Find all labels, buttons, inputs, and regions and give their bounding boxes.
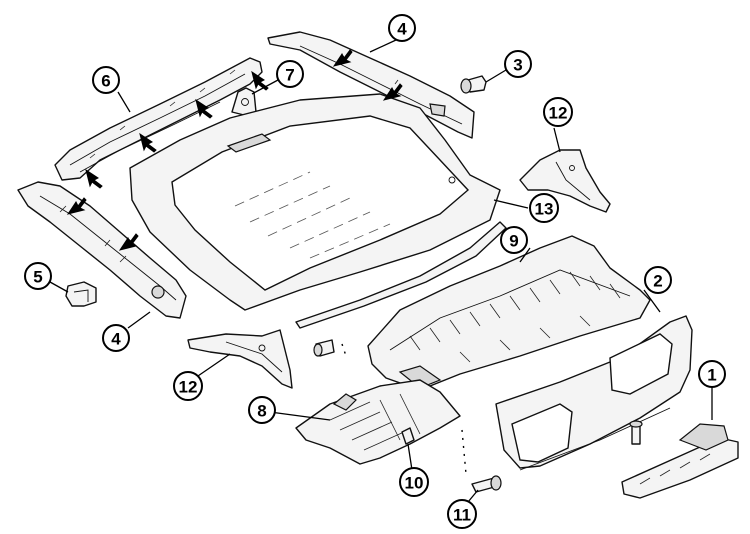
svg-text:2: 2: [653, 272, 662, 291]
part-8-lower-tray: [295, 379, 461, 465]
part-9-center-panel: [367, 235, 651, 391]
svg-text:8: 8: [257, 402, 266, 421]
part-12-left-bracket: [187, 329, 293, 389]
callout-9: 9: [500, 226, 528, 254]
part-2-lower-panel: [495, 315, 693, 471]
attachment-arrows: [66, 49, 403, 251]
svg-text:6: 6: [101, 72, 110, 91]
callout-2: 2: [644, 266, 672, 294]
callout-4-top: 4: [388, 14, 416, 42]
svg-text:5: 5: [33, 268, 42, 287]
callout-11: 11: [447, 499, 477, 529]
svg-text:9: 9: [509, 232, 518, 251]
part-6-upper-trim: [54, 57, 263, 181]
part-13-rear-window: [129, 93, 507, 329]
part-11-screw: [471, 475, 502, 493]
callout-6: 6: [92, 66, 120, 94]
callout-1: 1: [698, 360, 726, 388]
svg-text:1: 1: [707, 366, 716, 385]
svg-text:4: 4: [111, 330, 121, 349]
svg-text:7: 7: [285, 66, 294, 85]
callout-3: 3: [504, 50, 532, 78]
svg-text:13: 13: [535, 200, 554, 219]
callout-12-right: 12: [543, 97, 573, 127]
callout-7: 7: [276, 60, 304, 88]
callout-5: 5: [24, 262, 52, 290]
plug-fastener: [313, 339, 335, 357]
svg-text:10: 10: [405, 474, 424, 493]
svg-text:3: 3: [513, 56, 522, 75]
callout-4-bottom: 4: [102, 324, 130, 352]
part-1-bottom-module: [621, 420, 739, 499]
svg-text:12: 12: [549, 104, 568, 123]
assembly-line-2: [461, 429, 467, 475]
part-5-clip: [65, 281, 97, 307]
svg-text:12: 12: [179, 378, 198, 397]
callout-10: 10: [399, 467, 429, 497]
assembly-line-1: [341, 343, 347, 357]
part-4-lower-left-trim: [17, 181, 187, 319]
part-10-pin: [401, 427, 415, 445]
svg-text:11: 11: [453, 506, 471, 525]
svg-text:4: 4: [397, 20, 407, 39]
leader-lines: [49, 39, 713, 503]
callout-13: 13: [529, 193, 559, 223]
part-3-fastener: [460, 75, 487, 94]
callout-12-left: 12: [173, 371, 203, 401]
callout-8: 8: [248, 396, 276, 424]
